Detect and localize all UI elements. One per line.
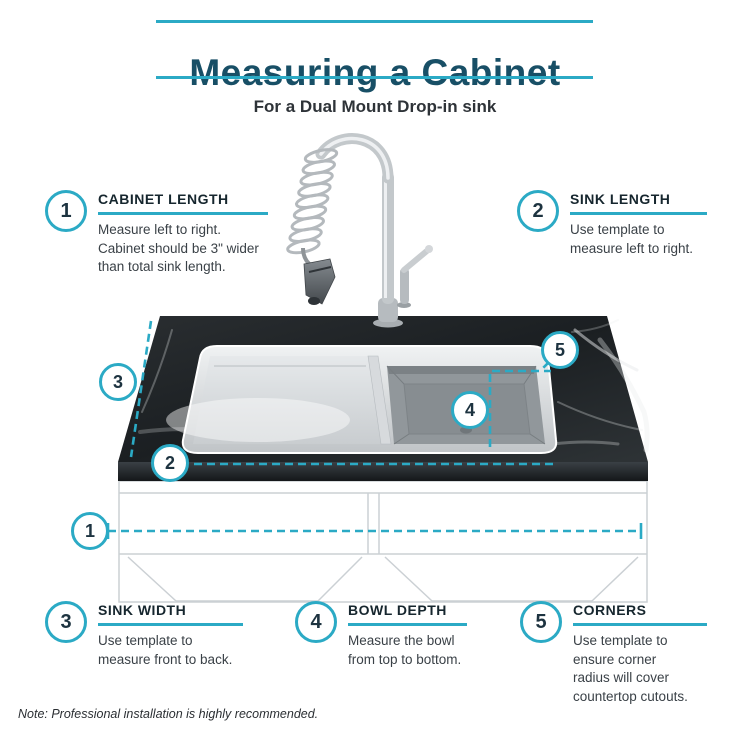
diagram-marker-5: 5 (541, 331, 579, 369)
kitchen-sink (166, 345, 558, 454)
diagram-marker-4: 4 (451, 391, 489, 429)
callout-bowl-depth: 4 BOWL DEPTH Measure the bowl from top t… (295, 601, 467, 669)
callout-heading-2: SINK LENGTH (570, 191, 707, 215)
callout-body-4: Measure the bowl from top to bottom. (348, 633, 462, 667)
callout-heading-4: BOWL DEPTH (348, 602, 467, 626)
callout-number-badge-4: 4 (295, 601, 337, 643)
callout-body-5: Use template to ensure corner radius wil… (573, 633, 688, 704)
callout-cabinet-length: 1 CABINET LENGTH Measure left to right. … (45, 190, 268, 277)
callout-number-badge-2: 2 (517, 190, 559, 232)
callout-number-badge-1: 1 (45, 190, 87, 232)
base-cabinet (118, 480, 648, 603)
callout-sink-length: 2 SINK LENGTH Use template to measure le… (517, 190, 707, 258)
diagram-marker-3: 3 (99, 363, 137, 401)
page-title: Measuring a Cabinet (189, 51, 561, 93)
callout-number-badge-3: 3 (45, 601, 87, 643)
callout-body-3: Use template to measure front to back. (98, 633, 233, 667)
faucet (286, 133, 433, 328)
spring-coil (286, 148, 339, 255)
callout-heading-5: CORNERS (573, 602, 707, 626)
title-rule-top (156, 20, 593, 23)
callout-sink-width: 3 SINK WIDTH Use template to measure fro… (45, 601, 243, 669)
callout-body-1: Measure left to right. Cabinet should be… (98, 222, 259, 275)
callout-heading-3: SINK WIDTH (98, 602, 243, 626)
measure-line-sink-width (129, 320, 153, 458)
diagram-marker-1: 1 (71, 512, 109, 550)
callout-heading-1: CABINET LENGTH (98, 191, 268, 215)
callout-body-2: Use template to measure left to right. (570, 222, 694, 256)
title-rule-bottom (156, 76, 593, 79)
installation-note: Note: Professional installation is highl… (18, 707, 319, 721)
callout-number-badge-5: 5 (520, 601, 562, 643)
page-subtitle: For a Dual Mount Drop-in sink (253, 97, 497, 116)
diagram-marker-2: 2 (151, 444, 189, 482)
callout-corners: 5 CORNERS Use template to ensure corner … (520, 601, 707, 707)
